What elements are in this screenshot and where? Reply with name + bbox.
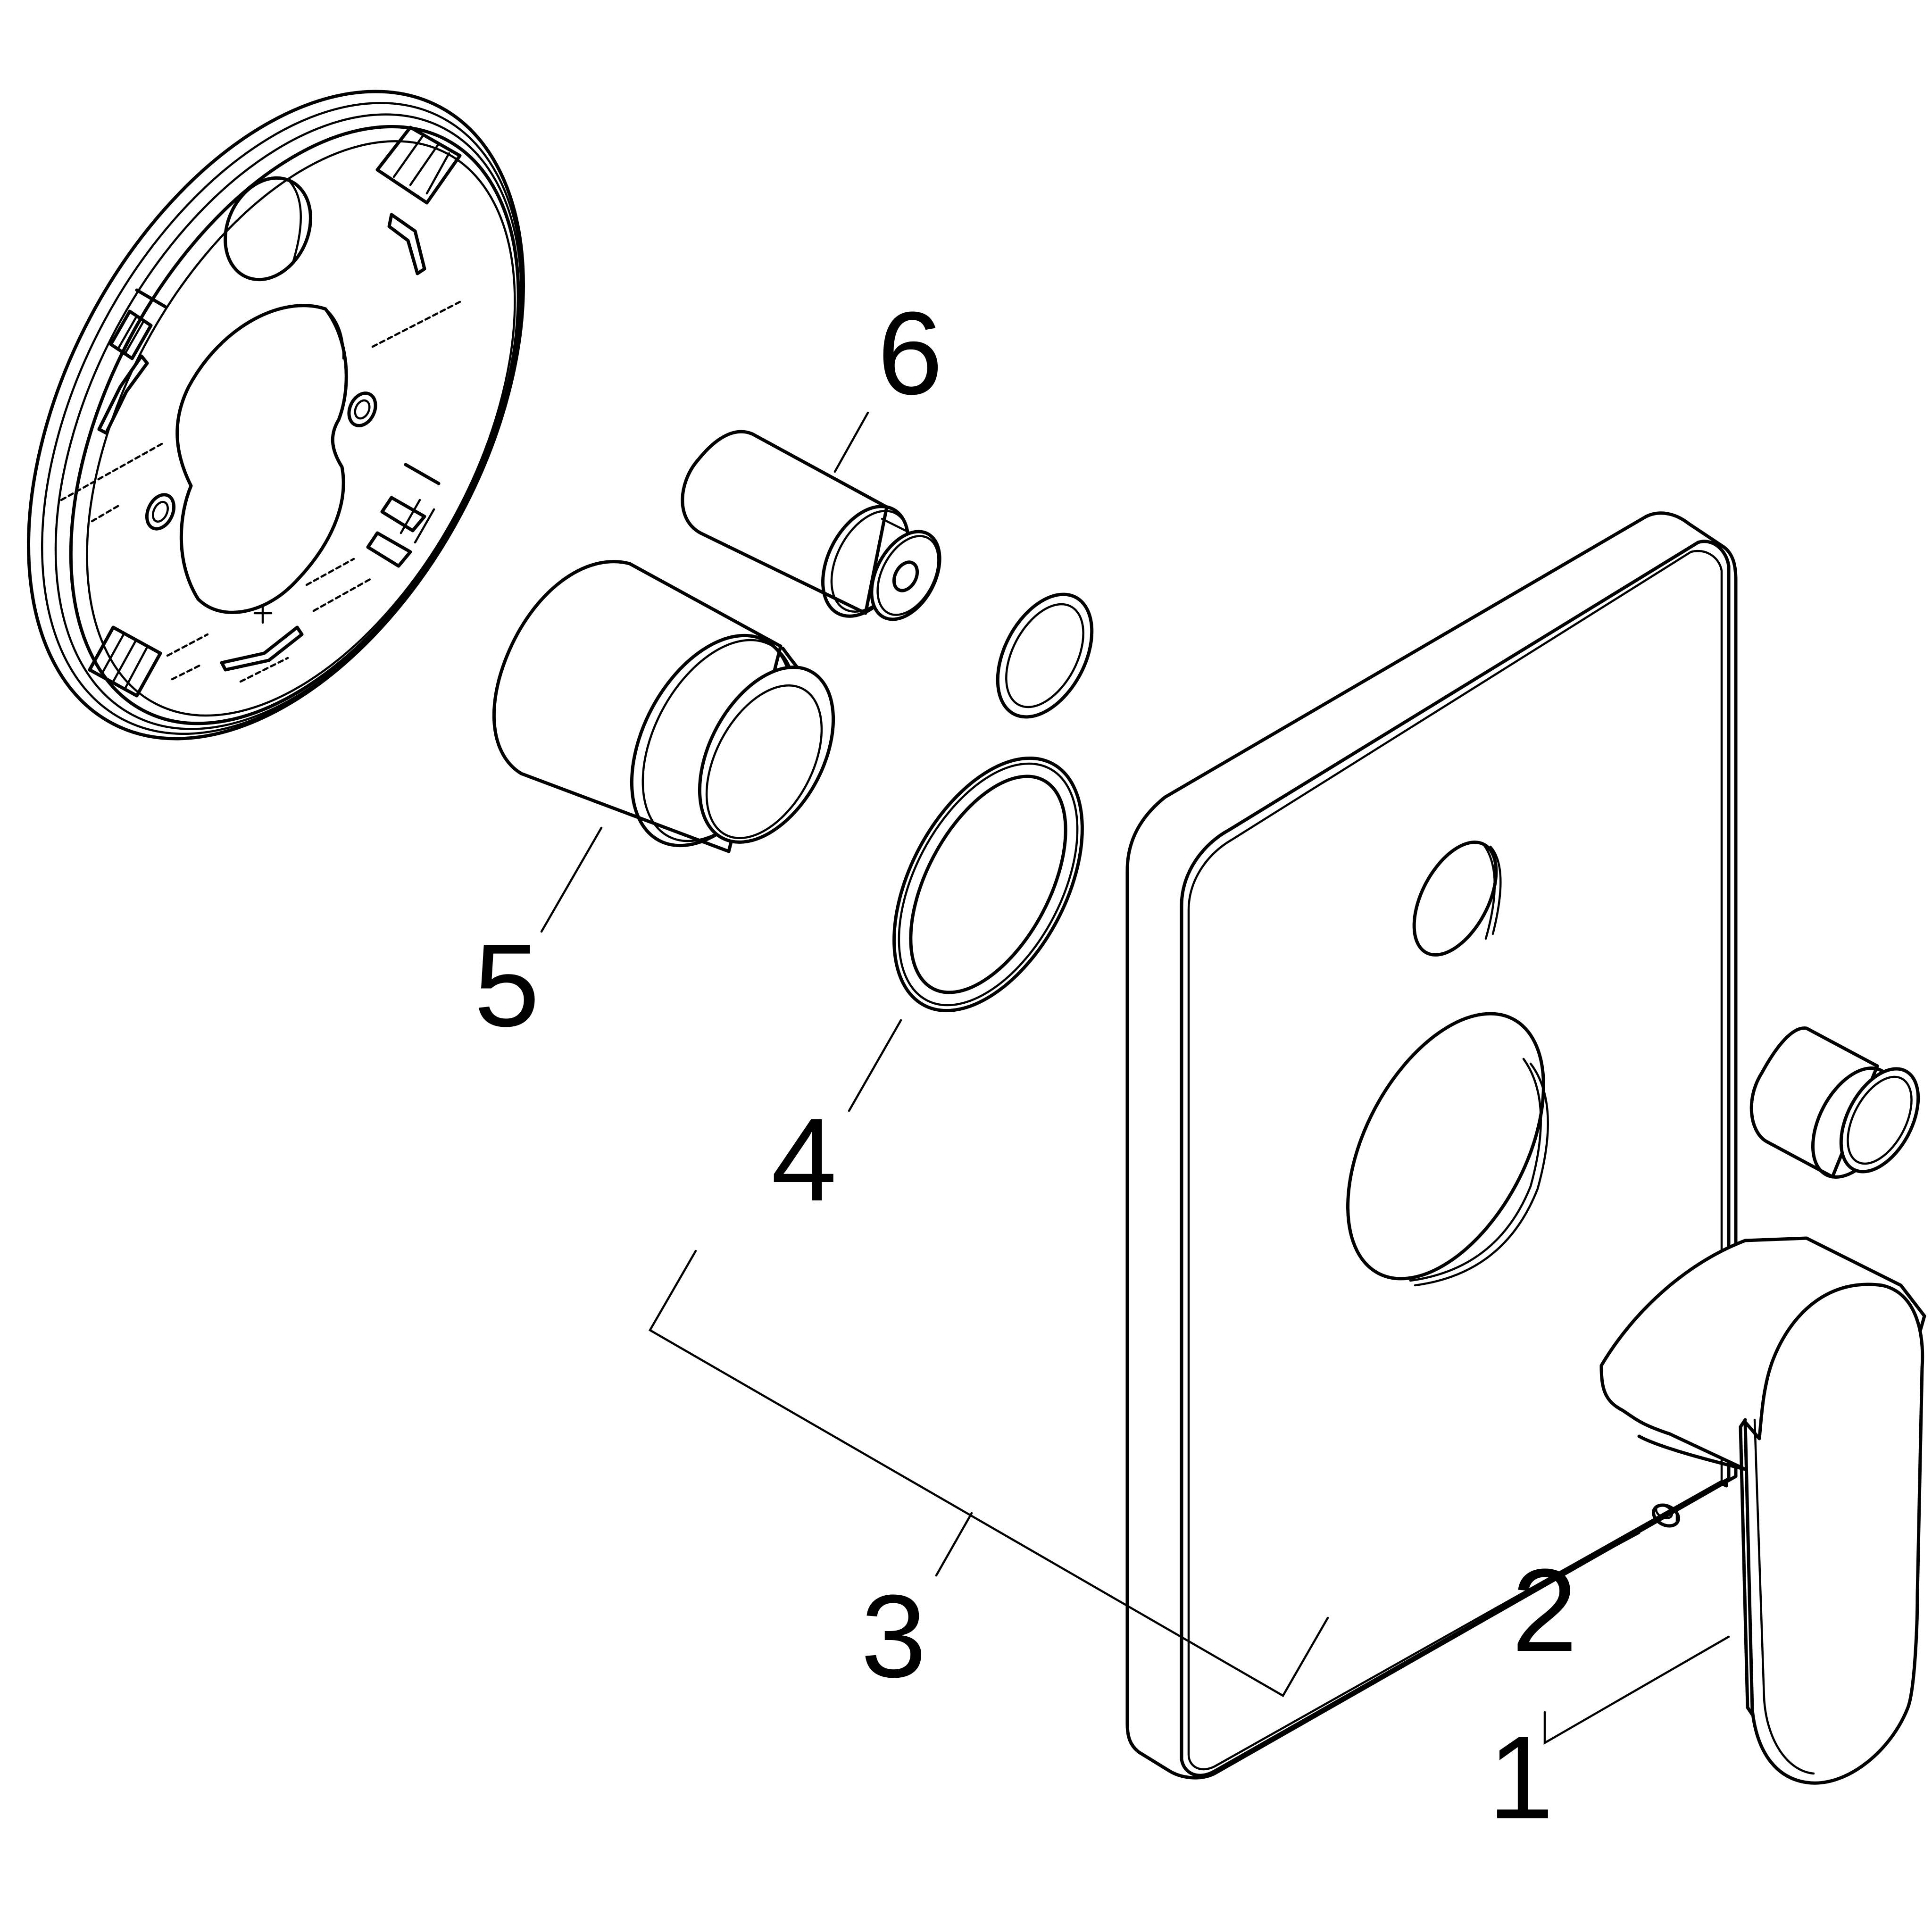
leader-6	[833, 411, 869, 473]
leader-5	[540, 826, 603, 933]
disc-slot-top	[387, 213, 426, 275]
part-2-grub-screw	[1652, 1503, 1680, 1528]
part-6-small-sleeve	[681, 430, 941, 621]
callout-1: 1	[1488, 1712, 1554, 1843]
disc-markings	[60, 300, 461, 683]
part-1-lever-handle	[1599, 1236, 1926, 1785]
disc-rib-right	[366, 463, 441, 568]
disc-bolt-hole-left	[145, 493, 176, 531]
callout-3: 3	[861, 1570, 926, 1702]
disc-rib-bottom	[88, 625, 162, 698]
cover-plate-large-opening	[1346, 1012, 1549, 1287]
callout-numbers: 6 5 4 3 2 1	[474, 287, 1577, 1843]
disc-rib-left	[109, 288, 167, 360]
callout-4: 4	[771, 1094, 837, 1225]
callout-2: 2	[1512, 1544, 1577, 1676]
callout-5: 5	[474, 919, 540, 1051]
leader-1	[1543, 1635, 1730, 1745]
leader-2	[1576, 1532, 1641, 1567]
part-5-large-sleeve	[492, 560, 835, 853]
part-3-cover-plate	[1125, 511, 1738, 1780]
small-cylinder-right	[1749, 1026, 1920, 1179]
disc-bolt-hole-right	[347, 391, 377, 427]
disc-slot-left	[97, 354, 149, 435]
disc-center-opening	[175, 304, 348, 614]
disc-slot-bottom	[220, 625, 304, 672]
cover-plate-small-opening	[1412, 841, 1502, 957]
mounting-plate-disc	[27, 90, 525, 741]
callout-6: 6	[877, 287, 943, 419]
disc-rib-top	[375, 125, 462, 205]
small-seal-ring	[996, 592, 1094, 719]
leader-3	[648, 1249, 1329, 1698]
disc-top-hole	[224, 176, 312, 282]
part-4-seal-ring	[892, 756, 1084, 1013]
leader-lines	[540, 411, 1730, 1745]
leader-4	[848, 1019, 902, 1112]
